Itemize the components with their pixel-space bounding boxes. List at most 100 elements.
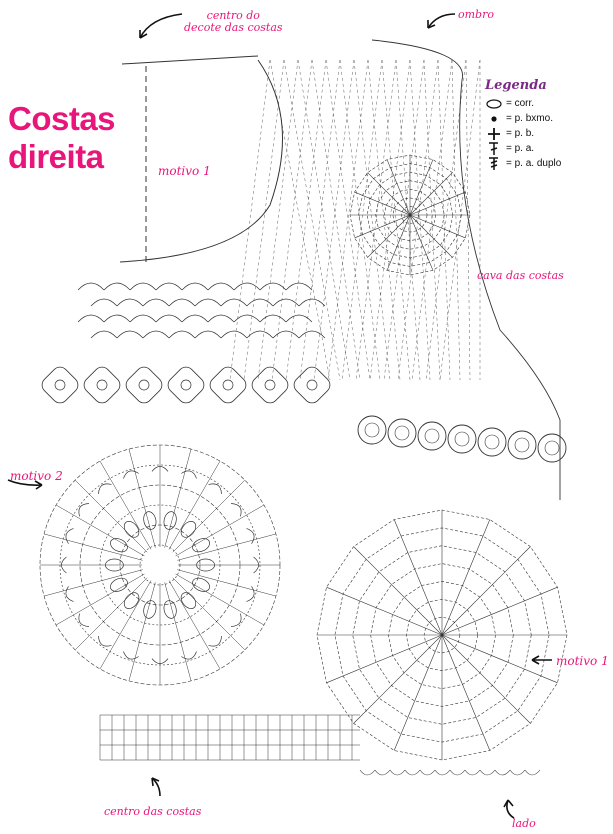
chain-arc [116,298,144,307]
chain-arc [272,330,300,339]
motivo-2-petal [123,592,140,609]
chain-arc [90,330,118,339]
flower-square [83,366,121,404]
chain-arc [77,314,105,323]
label-centro-decote-line2: decote das costas [184,21,283,34]
mesh-line [269,59,331,381]
ring-motif [447,424,477,454]
chain-arc [207,282,235,291]
motivo-1-upper-spoke [409,172,453,216]
legend-text: = p. b. [506,128,535,139]
chain-arc [220,298,248,307]
bottom-scallop [404,769,421,776]
motivo-2-petal [123,521,140,538]
motivo-2-spoke [177,533,276,561]
motivo-2-spoke [168,580,221,670]
motivo-2-arc [61,556,67,574]
motivo-2-petal [105,558,124,572]
motivo-1-lower-spoke [326,634,443,684]
bottom-scallop [389,769,406,776]
motivo-2-arc [151,466,169,472]
dot-icon [491,115,497,122]
motivo-2-arc [78,503,89,517]
chart-title: Costas direita [8,100,116,176]
plus-icon [488,127,500,140]
ring-motif-inner [484,434,500,450]
ring-motif-inner [514,437,530,453]
chain-arc [103,314,131,323]
chain-arc [194,298,222,307]
flower-center [264,379,276,391]
ring-motif [417,421,447,451]
legend-text: = p. a. duplo [506,158,562,169]
chain-arc [259,314,287,323]
mesh-line [283,59,341,381]
motivo-2-petal [143,511,157,530]
flower-center [180,379,192,391]
legend-text: = corr. [506,98,535,109]
flower-square [41,366,79,404]
motivo-2-arc [181,470,197,479]
chain-arc [285,314,313,323]
motivo-2-arc [151,658,169,664]
chain-arc [181,282,209,291]
motivo-2-spoke [99,460,152,550]
motivo-2-petal [163,600,177,619]
legend-item: = p. a. duplo [485,156,610,171]
mesh-line [409,59,431,381]
legend-item: = p. a. [485,141,610,156]
label-centro-decote: centro do decote das costas [184,10,283,34]
motivo-2-spoke [74,577,148,651]
motivo-2-spoke [44,533,143,561]
motivo-2-spoke [164,449,192,548]
dc-icon [489,141,498,155]
bottom-scallop [434,769,451,776]
motivo-1-upper-spoke [409,159,434,216]
arrows [7,13,552,819]
motivo-2-spoke [177,569,276,597]
legend-text: = p. a. [506,143,535,154]
motivo-2-arc [98,483,112,494]
mesh-line [367,59,401,381]
flower-center [54,379,66,391]
legend-item: = p. b. [485,126,610,141]
motivo-1-lower-spoke [393,519,443,636]
neckline-curve [119,59,283,263]
chain-arc [90,298,118,307]
chain-arc [129,314,157,323]
chain-arc [168,298,196,307]
bottom-scallop [374,769,391,776]
arrow-ombro [427,13,456,29]
mesh-line [437,59,451,381]
chain-arc [259,282,287,291]
motivo-2-arc [208,483,222,494]
motivo-2-spoke [168,460,221,550]
motivo-2-petal [110,538,128,553]
motivo-1-upper-spoke [386,159,411,216]
flower-square [209,366,247,404]
armhole-edge [371,39,561,500]
chain-arc [298,330,326,339]
motivo-2-arc [231,613,242,627]
motivo-2-spoke [128,449,156,548]
mesh-line [451,59,461,381]
chain-arc [155,314,183,323]
motivo-1-lower-spoke [441,546,531,636]
chain-arc [142,330,170,339]
mesh-line [381,59,411,381]
motivo-2-petal [180,521,197,538]
motivo-1-upper-spoke [367,172,411,216]
legend-text: = p. bxmo. [506,113,553,124]
motivo-1-lower-ring [334,527,550,743]
neck-top-edge [121,55,259,65]
motivo-2-arc [98,636,112,647]
motivo-1-lower-spoke [441,634,558,684]
motivo-1-upper-spoke [409,214,453,258]
chain-arc [233,314,261,323]
chain-arc [155,282,183,291]
motivo-1-lower-spoke [353,634,443,724]
motivo-2-arc [246,528,255,544]
ring-motif-inner [454,431,470,447]
motivo-2-arc [65,528,74,544]
motivo-2-arc [208,636,222,647]
